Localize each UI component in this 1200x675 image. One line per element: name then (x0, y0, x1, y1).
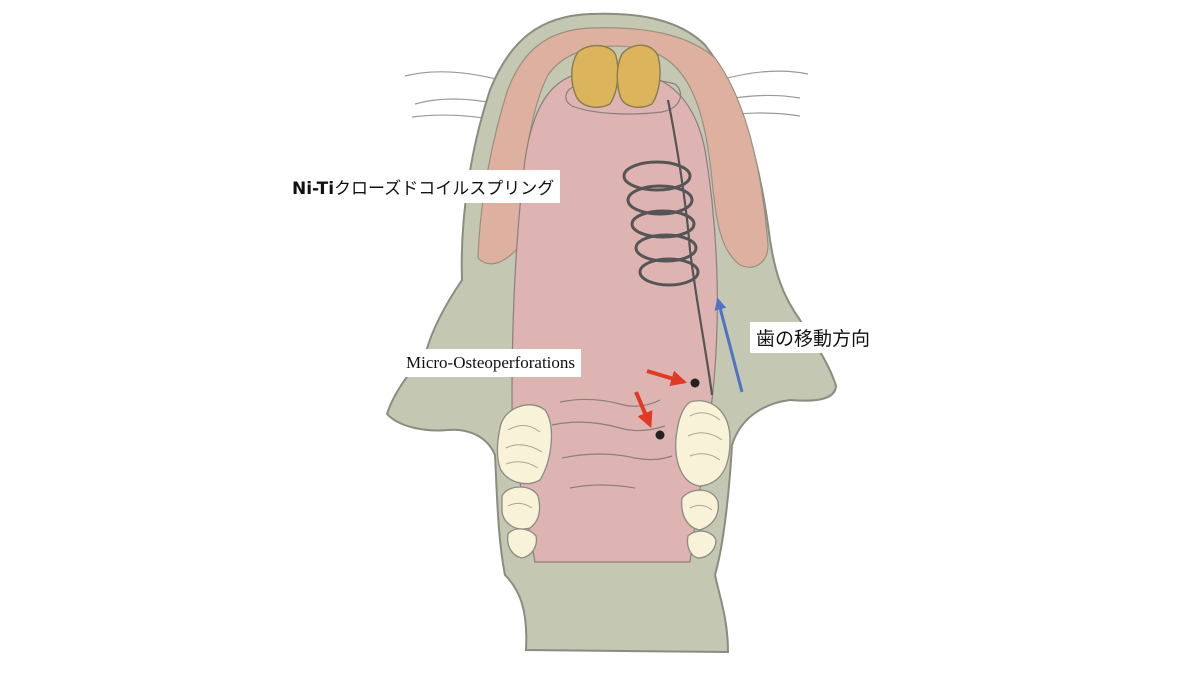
movement-direction-label: 歯の移動方向 (750, 322, 877, 353)
coil-spring-label: Ni-Tiクローズドコイルスプリング (286, 170, 561, 203)
coil-spring (622, 160, 700, 287)
mop-site-1 (690, 378, 700, 388)
ligature-wire (666, 99, 714, 396)
palate (511, 69, 718, 563)
palatal-rugae (551, 398, 673, 489)
coil-spring-label-material: Ni-Ti (292, 179, 335, 199)
central-incisors (571, 44, 661, 108)
left-tooth-grooves (505, 425, 543, 509)
mop-arrow-1 (646, 369, 688, 387)
mop-label: Micro-Osteoperforations (400, 349, 582, 377)
mop-arrow-2 (634, 391, 653, 428)
right-posterior-teeth (675, 400, 731, 559)
mop-site-2 (655, 430, 665, 440)
coil-spring-label-text: クローズドコイルスプリング (334, 179, 555, 199)
right-tooth-grooves (687, 412, 723, 511)
tooth-movement-arrow (714, 297, 744, 393)
left-posterior-teeth (496, 404, 553, 559)
